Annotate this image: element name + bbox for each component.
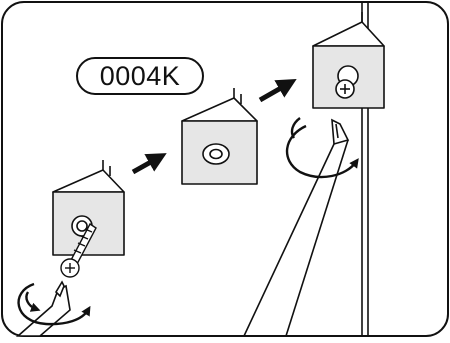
part-number-label: 0004K (76, 57, 204, 95)
